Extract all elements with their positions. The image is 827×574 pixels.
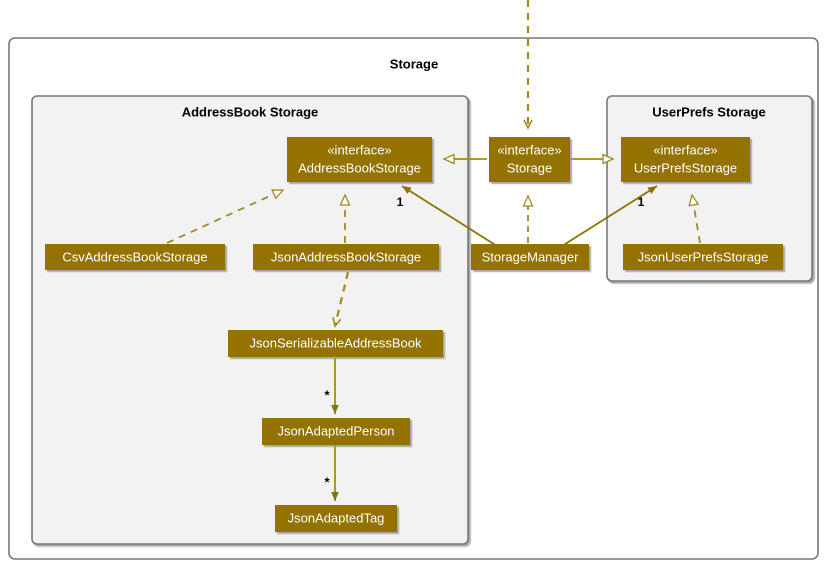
class-storage-name: Storage	[507, 160, 553, 175]
rel-jsonuserprefs-implements-userprefsstorage	[688, 193, 701, 244]
class-csvaddressbookstorage-name: CsvAddressBookStorage	[62, 249, 207, 264]
class-jsonaddressbookstorage-box[interactable]	[253, 244, 439, 270]
class-jsonuserprefsstorage-name: JsonUserPrefsStorage	[638, 249, 769, 264]
class-jsonadaptedperson-name: JsonAdaptedPerson	[277, 423, 394, 438]
class-storagemanager-box[interactable]	[471, 244, 589, 270]
class-jsonserializableaddressbook-name: JsonSerializableAddressBook	[250, 335, 422, 350]
rel-person-has-tag: *	[324, 445, 339, 501]
class-storage-box[interactable]	[489, 137, 570, 182]
package-storage-title: Storage	[390, 56, 438, 71]
class-addressbookstorage-stereotype: «interface»	[327, 142, 391, 157]
class-jsonadaptedtag-name: JsonAdaptedTag	[288, 510, 385, 525]
class-jsonaddressbookstorage[interactable]: JsonAddressBookStorage	[253, 244, 439, 270]
class-userprefsstorage-name: UserPrefsStorage	[634, 160, 737, 175]
class-userprefsstorage-interface[interactable]: «interface» UserPrefsStorage	[621, 137, 750, 182]
class-jsonserializableaddressbook[interactable]: JsonSerializableAddressBook	[228, 330, 443, 357]
mult-userprefsstorage: 1	[638, 195, 645, 209]
class-jsonadaptedtag[interactable]: JsonAdaptedTag	[275, 505, 397, 532]
package-userprefs-storage-title: UserPrefs Storage	[652, 104, 765, 119]
class-storagemanager[interactable]: StorageManager	[471, 244, 589, 270]
class-csvaddressbookstorage-box[interactable]	[45, 244, 225, 270]
class-addressbookstorage-box[interactable]	[287, 137, 432, 182]
class-jsonuserprefsstorage-box[interactable]	[623, 244, 783, 270]
package-addressbook-storage-title: AddressBook Storage	[182, 104, 319, 119]
class-userprefsstorage-box[interactable]	[621, 137, 750, 182]
rel-storagemanager-uses-addressbookstorage: 1	[397, 185, 498, 247]
class-jsonadaptedperson-box[interactable]	[262, 418, 410, 445]
mult-jsonadaptedperson: *	[324, 387, 330, 402]
rel-jsonaddressbookstorage-uses-serializable	[335, 271, 350, 326]
mult-jsonadaptedtag: *	[324, 474, 330, 489]
class-addressbookstorage-name: AddressBookStorage	[298, 160, 421, 175]
mult-addressbookstorage: 1	[397, 195, 404, 209]
rel-csv-implements-addressbookstorage	[166, 189, 285, 244]
class-jsonserializableaddressbook-box[interactable]	[228, 330, 443, 357]
class-jsonuserprefsstorage[interactable]: JsonUserPrefsStorage	[623, 244, 783, 270]
class-jsonaddressbookstorage-name: JsonAddressBookStorage	[271, 249, 421, 264]
class-addressbookstorage-interface[interactable]: «interface» AddressBookStorage	[287, 137, 432, 182]
class-storage-stereotype: «interface»	[497, 142, 561, 157]
rel-serializable-has-person: *	[324, 358, 339, 414]
class-storagemanager-name: StorageManager	[482, 249, 580, 264]
class-jsonadaptedtag-box[interactable]	[275, 505, 397, 532]
rel-storagemanager-uses-userprefsstorage: 1	[561, 185, 658, 247]
class-storage-interface[interactable]: «interface» Storage	[489, 137, 570, 182]
class-csvaddressbookstorage[interactable]: CsvAddressBookStorage	[45, 244, 225, 270]
class-jsonadaptedperson[interactable]: JsonAdaptedPerson	[262, 418, 410, 445]
class-userprefsstorage-stereotype: «interface»	[653, 142, 717, 157]
